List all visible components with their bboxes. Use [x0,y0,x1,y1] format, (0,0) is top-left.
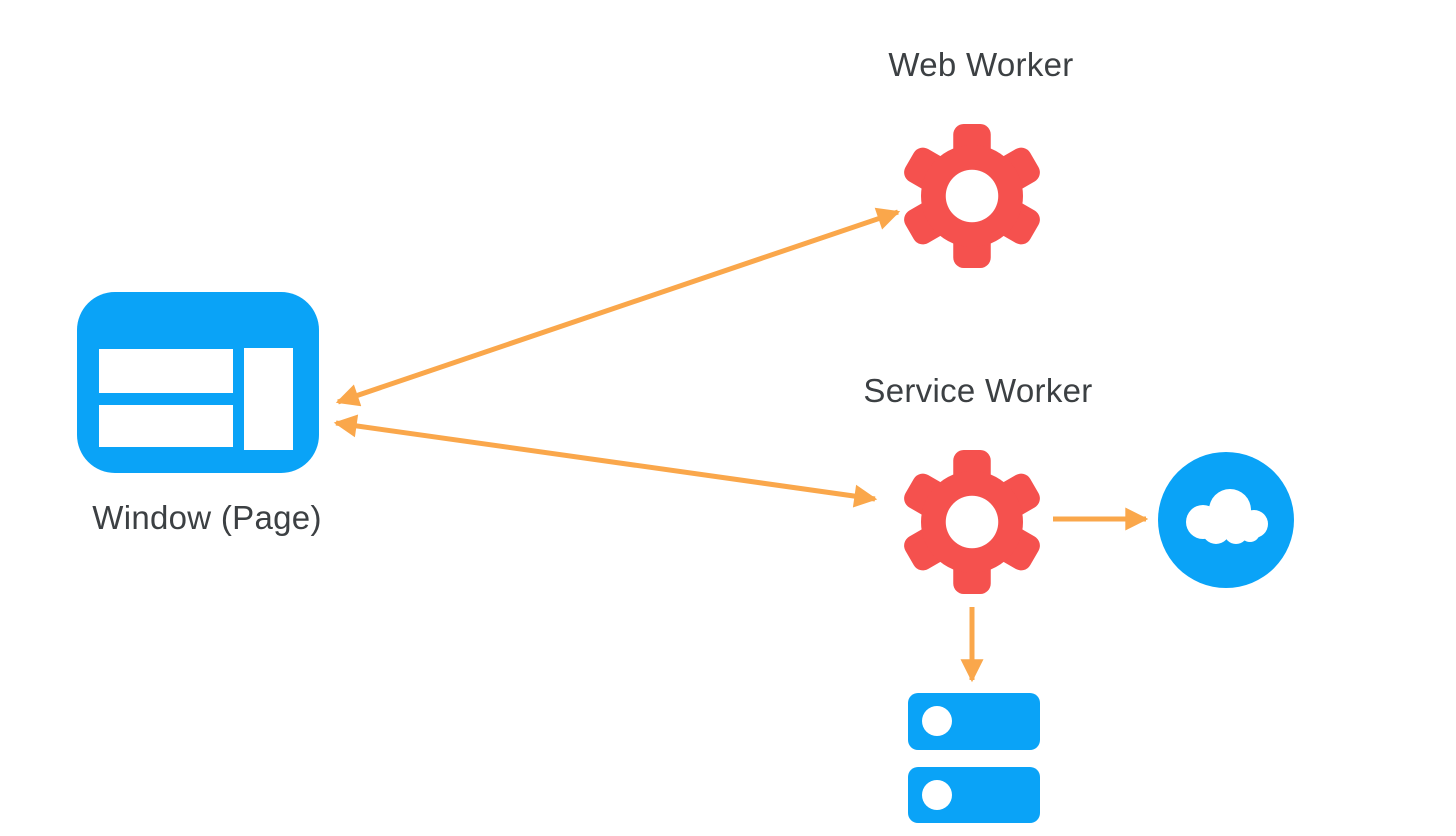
service-worker-label: Service Worker [863,372,1093,409]
web-worker-label: Web Worker [888,46,1074,83]
window-page-label: Window (Page) [92,499,322,536]
service-worker-gear-icon [904,450,1040,594]
arrow-window-webworker [335,207,901,407]
web-worker-gear-icon [904,124,1040,268]
cloud-icon [1158,452,1294,588]
browser-window-icon [77,292,319,473]
arrow-window-serviceworker [333,414,878,508]
database-icon [908,693,1040,823]
